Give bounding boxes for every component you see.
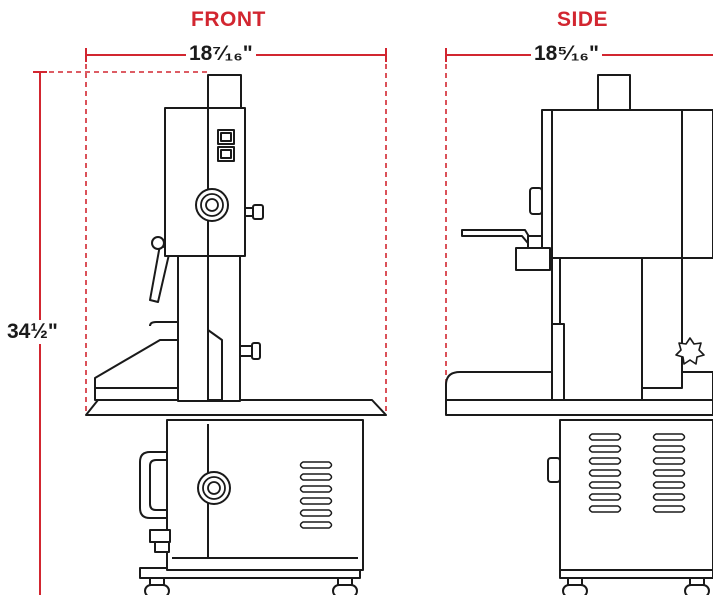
side-view-title: SIDE <box>557 8 609 31</box>
front-view-machine <box>85 74 387 598</box>
height-label: 34½" <box>4 320 61 344</box>
front-width-label: 18⁷⁄₁₆" <box>186 42 256 66</box>
side-view-machine <box>445 74 713 598</box>
side-width-label: 18⁵⁄₁₆" <box>531 42 602 66</box>
front-view-title: FRONT <box>191 8 266 31</box>
